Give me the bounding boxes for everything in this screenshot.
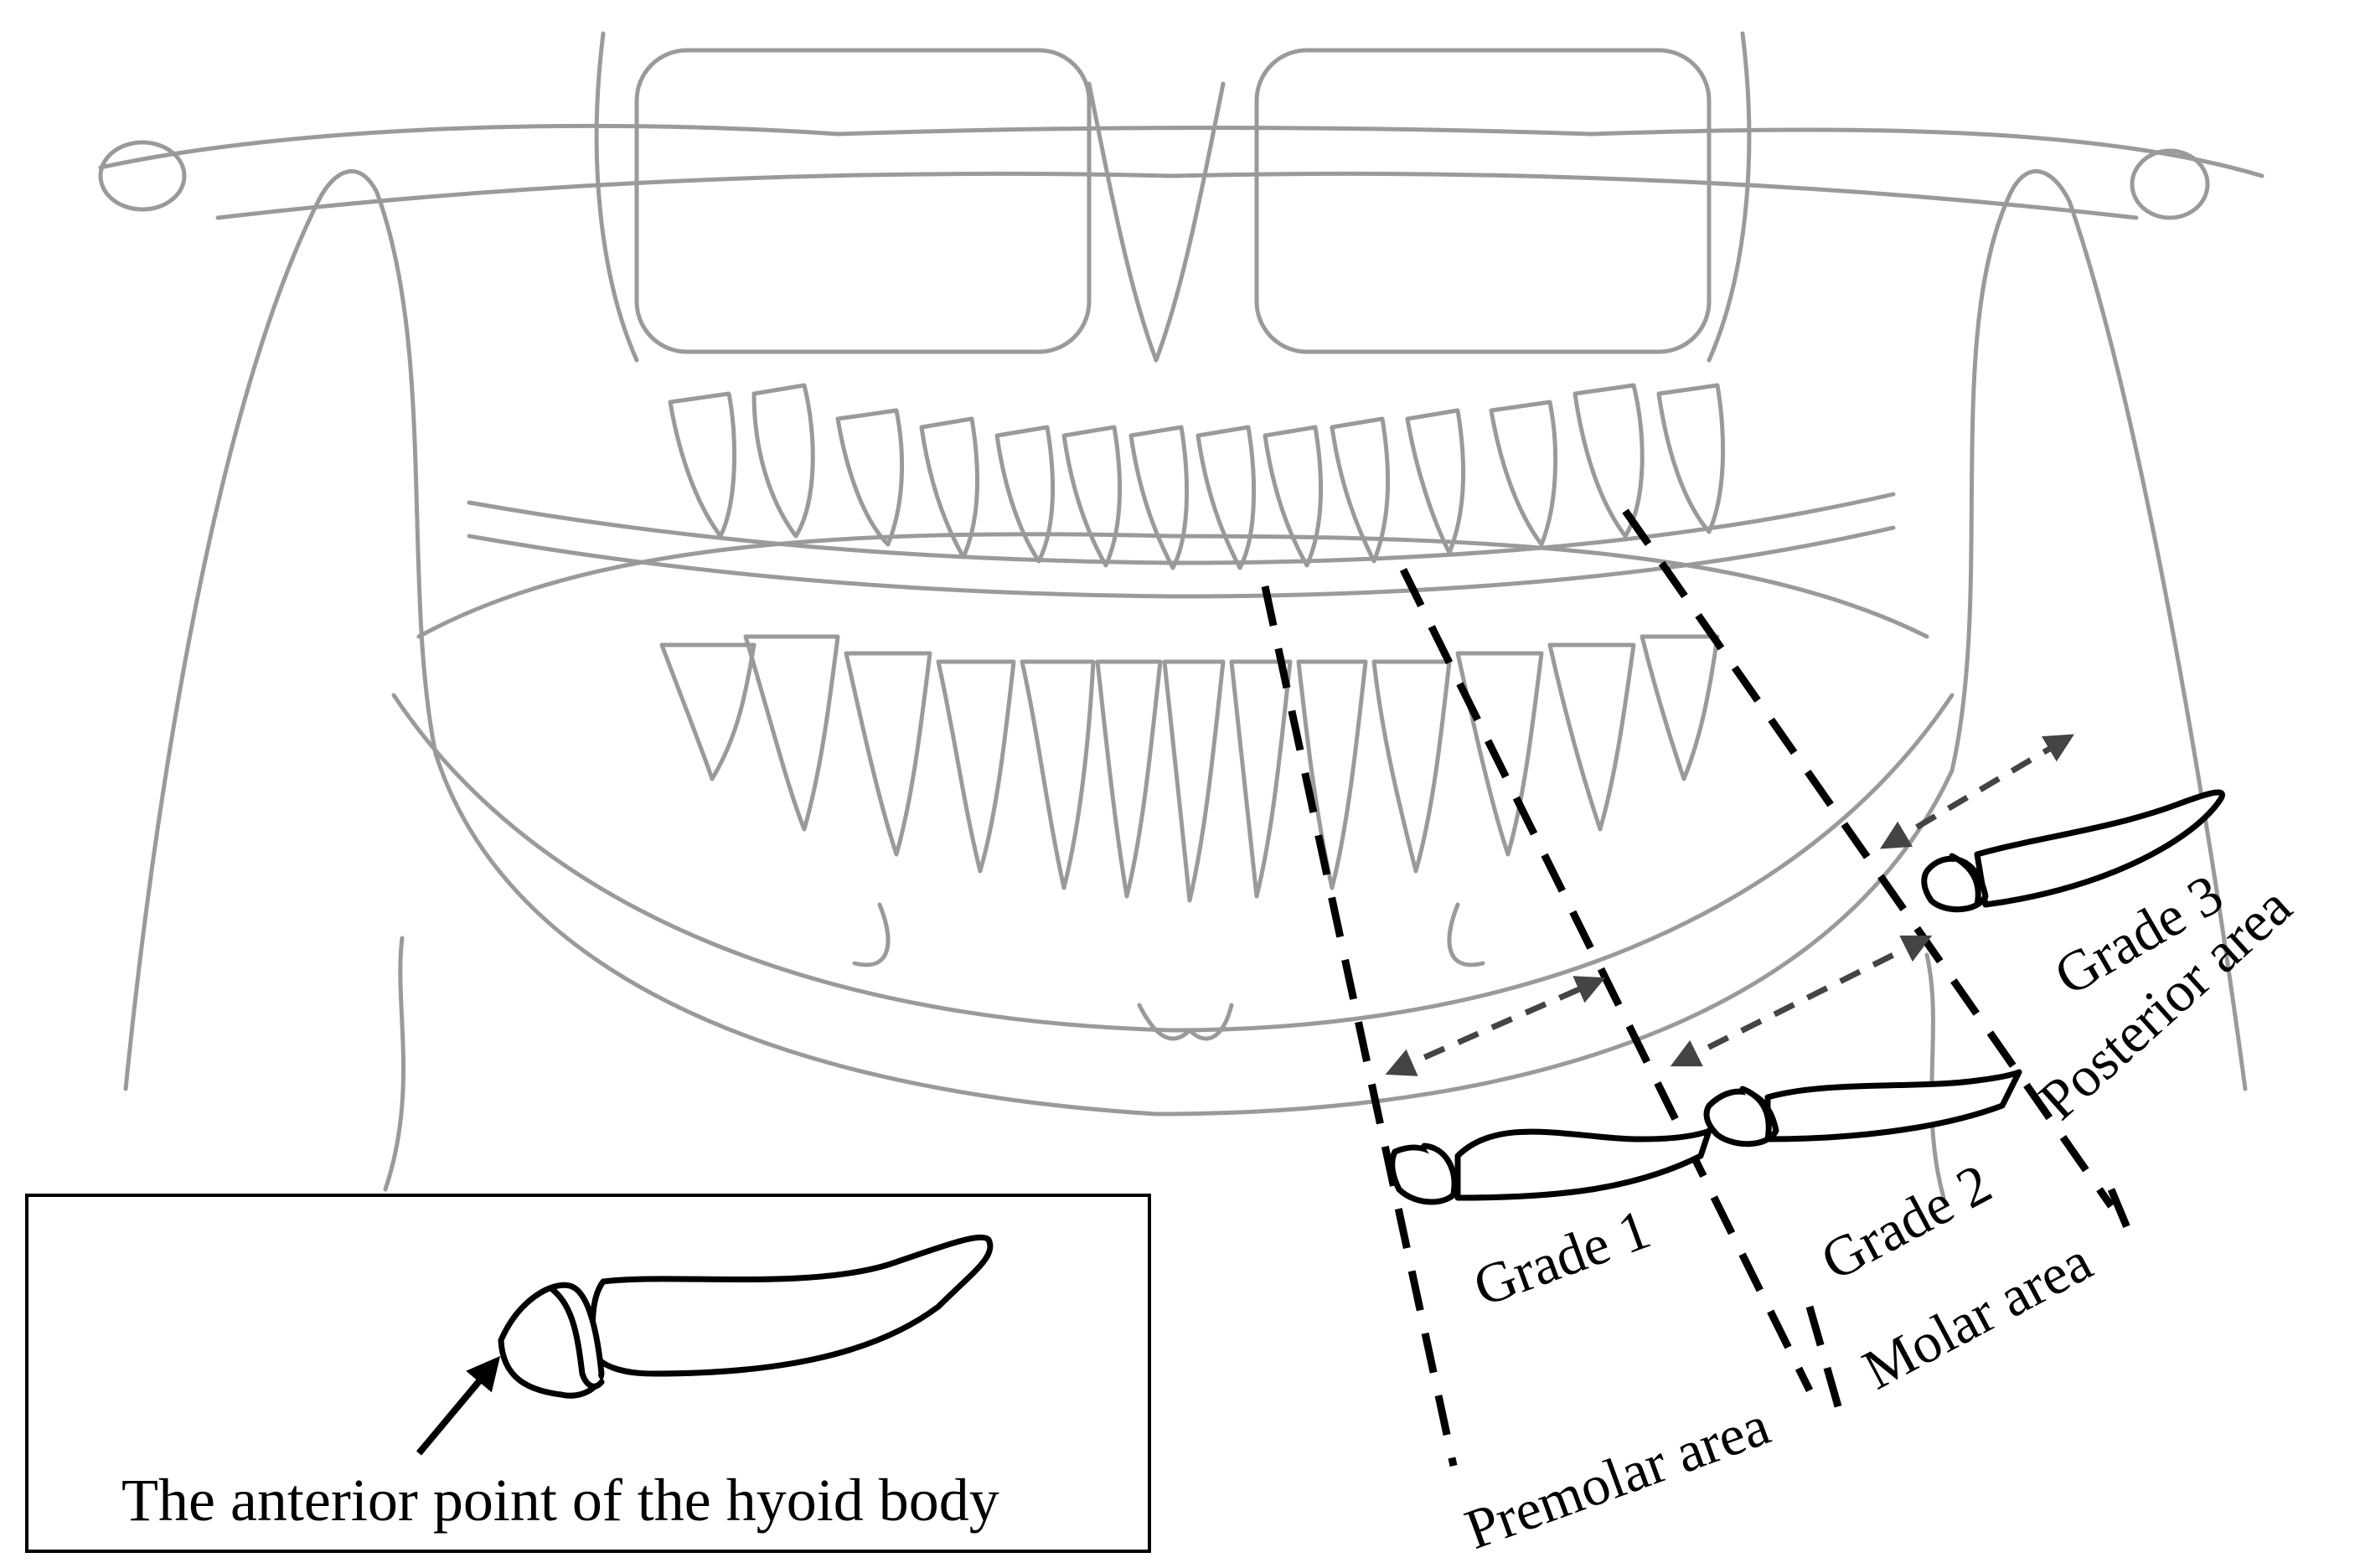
boundary-line-molar <box>1399 568 1814 1392</box>
boundary-line-posterior <box>1622 508 2115 1209</box>
lower-teeth <box>659 634 1720 903</box>
premolar-area-bracket <box>1805 1305 1847 1426</box>
upper-teeth <box>668 383 1726 570</box>
hyoid-grade-1 <box>1389 1127 1712 1205</box>
molar-area-bracket <box>2107 1188 2136 1241</box>
panoramic-radiograph-sketch <box>98 31 2264 1200</box>
grade-3-range-arrow <box>1879 734 2075 849</box>
grade-range-arrows <box>1385 734 2075 1076</box>
boundary-line-premolar <box>1261 585 1458 1467</box>
hyoid-grade-2 <box>1703 1069 2022 1148</box>
inset-caption: The anterior point of the hyoid body <box>121 1467 999 1534</box>
anterior-point-arrow <box>416 1355 501 1456</box>
maxilla-outline <box>98 123 2264 178</box>
inset-panel: The anterior point of the hyoid body <box>25 1194 1151 1553</box>
grade-1-range-arrow <box>1385 976 1606 1076</box>
mandible-inner <box>391 693 1955 1033</box>
grade-2-range-arrow <box>1670 935 1933 1067</box>
hyoid-inset <box>498 1234 994 1399</box>
hyoid-grade-3 <box>1921 789 2225 913</box>
area-boundary-lines <box>1261 508 2136 1467</box>
occlusal-plane <box>467 525 1896 599</box>
grade-2-label: Grade 2 <box>1810 1151 2001 1292</box>
grade-1-label: Grade 1 <box>1465 1196 1658 1318</box>
premolar-area-label: Premolar area <box>1457 1393 1778 1561</box>
mandible-outline <box>123 169 2248 1117</box>
